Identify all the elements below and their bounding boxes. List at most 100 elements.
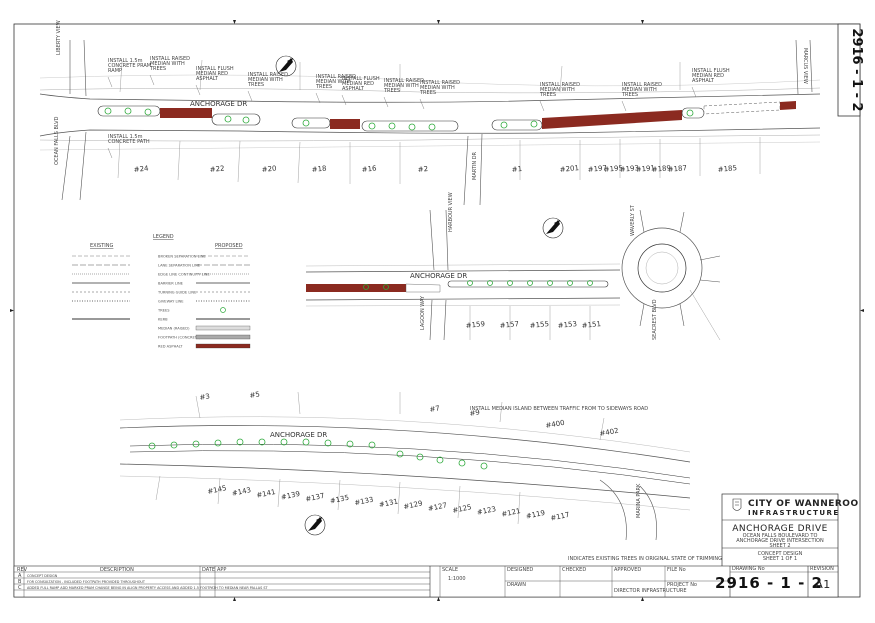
callout-text: ASPHALT xyxy=(196,76,219,82)
lot-number: #1 xyxy=(511,165,522,174)
lot-number: #135 xyxy=(329,494,349,506)
drawing-type-1: CONCEPT DESIGN xyxy=(758,551,803,557)
rev-id: A xyxy=(18,573,22,579)
approved-label: APPROVED xyxy=(614,567,641,573)
file-label: FILE No xyxy=(667,567,686,573)
lot-number: #119 xyxy=(525,509,545,521)
tree-icon xyxy=(170,441,178,449)
callout-text: INSTALL RAISED xyxy=(622,82,662,88)
callout-text: INSTALL RAISED xyxy=(540,82,580,88)
north-arrow-icon xyxy=(275,55,297,77)
legend-item-label: BARRIER LINE xyxy=(158,282,184,286)
tree-icon xyxy=(192,440,200,448)
project-title: ANCHORAGE DRIVE xyxy=(732,524,828,534)
side-road-liberty: LIBERTY VIEW xyxy=(56,20,62,55)
lot-number: #24 xyxy=(133,164,149,174)
callout-text: TREES xyxy=(383,88,400,94)
tree-icon xyxy=(436,456,444,464)
lot-number: #121 xyxy=(501,507,521,519)
callout-text: RAMP xyxy=(108,68,122,74)
lot-number: #157 xyxy=(499,320,519,330)
callout-text: MEDIAN RED xyxy=(342,81,374,87)
drawing-number: 2916 - 1 - 2 xyxy=(715,574,823,592)
scale-value: 1:1000 xyxy=(448,576,466,582)
lot-number: #117 xyxy=(550,511,570,523)
tree-icon xyxy=(480,462,488,470)
callout-text: MEDIAN WITH xyxy=(622,87,657,93)
lot-number: #139 xyxy=(280,490,300,502)
lot-number: #189 xyxy=(651,164,671,174)
tree-icon xyxy=(214,439,222,447)
legend-item-label: KERB xyxy=(158,318,168,322)
lot-number: #127 xyxy=(427,501,447,513)
project-subtitle-1: OCEAN FALLS BOULEVARD TO xyxy=(743,533,818,539)
plan-top xyxy=(39,39,821,206)
side-road-waverly: WAVERLY ST xyxy=(630,204,636,236)
lot-number: #185 xyxy=(717,164,737,174)
note-existing-trees: INDICATES EXISTING TREES IN ORIGINAL STA… xyxy=(568,556,722,562)
legend-swatch xyxy=(195,334,251,340)
middle-lot-numbers: #159#157#155#153#151 xyxy=(465,320,601,330)
drawn-label: DRAWN xyxy=(507,582,526,588)
lot-number: #400 xyxy=(545,419,565,430)
callout-text: INSTALL RAISED xyxy=(316,74,356,80)
callout-text: TREES xyxy=(621,92,638,98)
rev-description: CONCEPT DESIGN xyxy=(27,574,58,578)
legend-item-label: MEDIAN (RAISED) xyxy=(158,327,190,331)
tree-icon xyxy=(148,442,156,450)
legend-item-label: GIVEWAY LINE xyxy=(158,300,184,304)
council-crest-icon xyxy=(732,498,742,511)
lot-number: #159 xyxy=(465,320,485,330)
vertical-drawing-number: 2916 - 1 - 2 xyxy=(849,28,864,111)
legend-swatch xyxy=(195,343,251,349)
legend-item-label: TURNING GUIDE LINE xyxy=(157,291,197,295)
road-name-middle: ANCHORAGE DR xyxy=(410,272,467,280)
tree-icon xyxy=(258,438,266,446)
callout-text: MEDIAN WITH xyxy=(384,83,419,89)
lot-number: #151 xyxy=(581,320,601,330)
legend-title: LEGEND xyxy=(153,234,174,240)
callout-leader xyxy=(247,90,253,102)
lot-number: #201 xyxy=(559,164,579,174)
plan-middle xyxy=(305,209,721,341)
lot-number: #137 xyxy=(305,492,325,504)
bottom-lot-numbers-north: #3#5#7#9#400#402 xyxy=(199,390,619,438)
callout-text: TREES xyxy=(315,84,332,90)
lot-number: #141 xyxy=(256,488,276,500)
callout-text: MEDIAN WITH xyxy=(420,85,455,91)
legend-item-label: FOOTPATH (CONCRETE) xyxy=(158,336,201,340)
callout-leader xyxy=(341,94,347,106)
callout-text: TREES xyxy=(539,92,556,98)
callout-text: INSTALL FLUSH xyxy=(692,68,730,74)
legend-swatch xyxy=(195,325,251,331)
project-subtitle-3: SHEET 2 xyxy=(769,543,790,549)
side-road-seacrest: SEACREST BLVD xyxy=(652,299,658,340)
lot-number: #20 xyxy=(261,164,277,174)
project-subtitle-2: ANCHORAGE DRIVE INTERSECTION xyxy=(736,538,824,544)
lot-number: #123 xyxy=(476,505,496,517)
callout-leader xyxy=(195,84,201,96)
callout-text: INSTALL FLUSH xyxy=(196,66,234,72)
callout-text: INSTALL 1.5m xyxy=(108,58,143,64)
rev-id: B xyxy=(18,579,22,585)
callout-text: TREES xyxy=(149,66,166,72)
tree-icon xyxy=(324,439,332,447)
lot-number: #143 xyxy=(231,486,251,498)
scale-label: SCALE xyxy=(442,567,458,573)
approver-name: DIRECTOR INFRASTRUCTURE xyxy=(614,588,687,594)
vertical-number-box xyxy=(837,23,861,117)
side-road-ocean-falls: OCEAN FALLS BLVD xyxy=(54,116,60,165)
lot-number: #155 xyxy=(529,320,549,330)
revision-label: REVISION xyxy=(810,566,834,572)
tree-icon xyxy=(220,307,226,313)
drawing-type-2: SHEET 1 OF 1 xyxy=(763,556,797,562)
callout-text: TREES xyxy=(419,90,436,96)
callout-leader xyxy=(149,74,155,86)
lot-number: #129 xyxy=(403,499,423,511)
legend-item-label: RED ASPHALT xyxy=(158,345,183,349)
lot-number: #3 xyxy=(199,392,211,402)
